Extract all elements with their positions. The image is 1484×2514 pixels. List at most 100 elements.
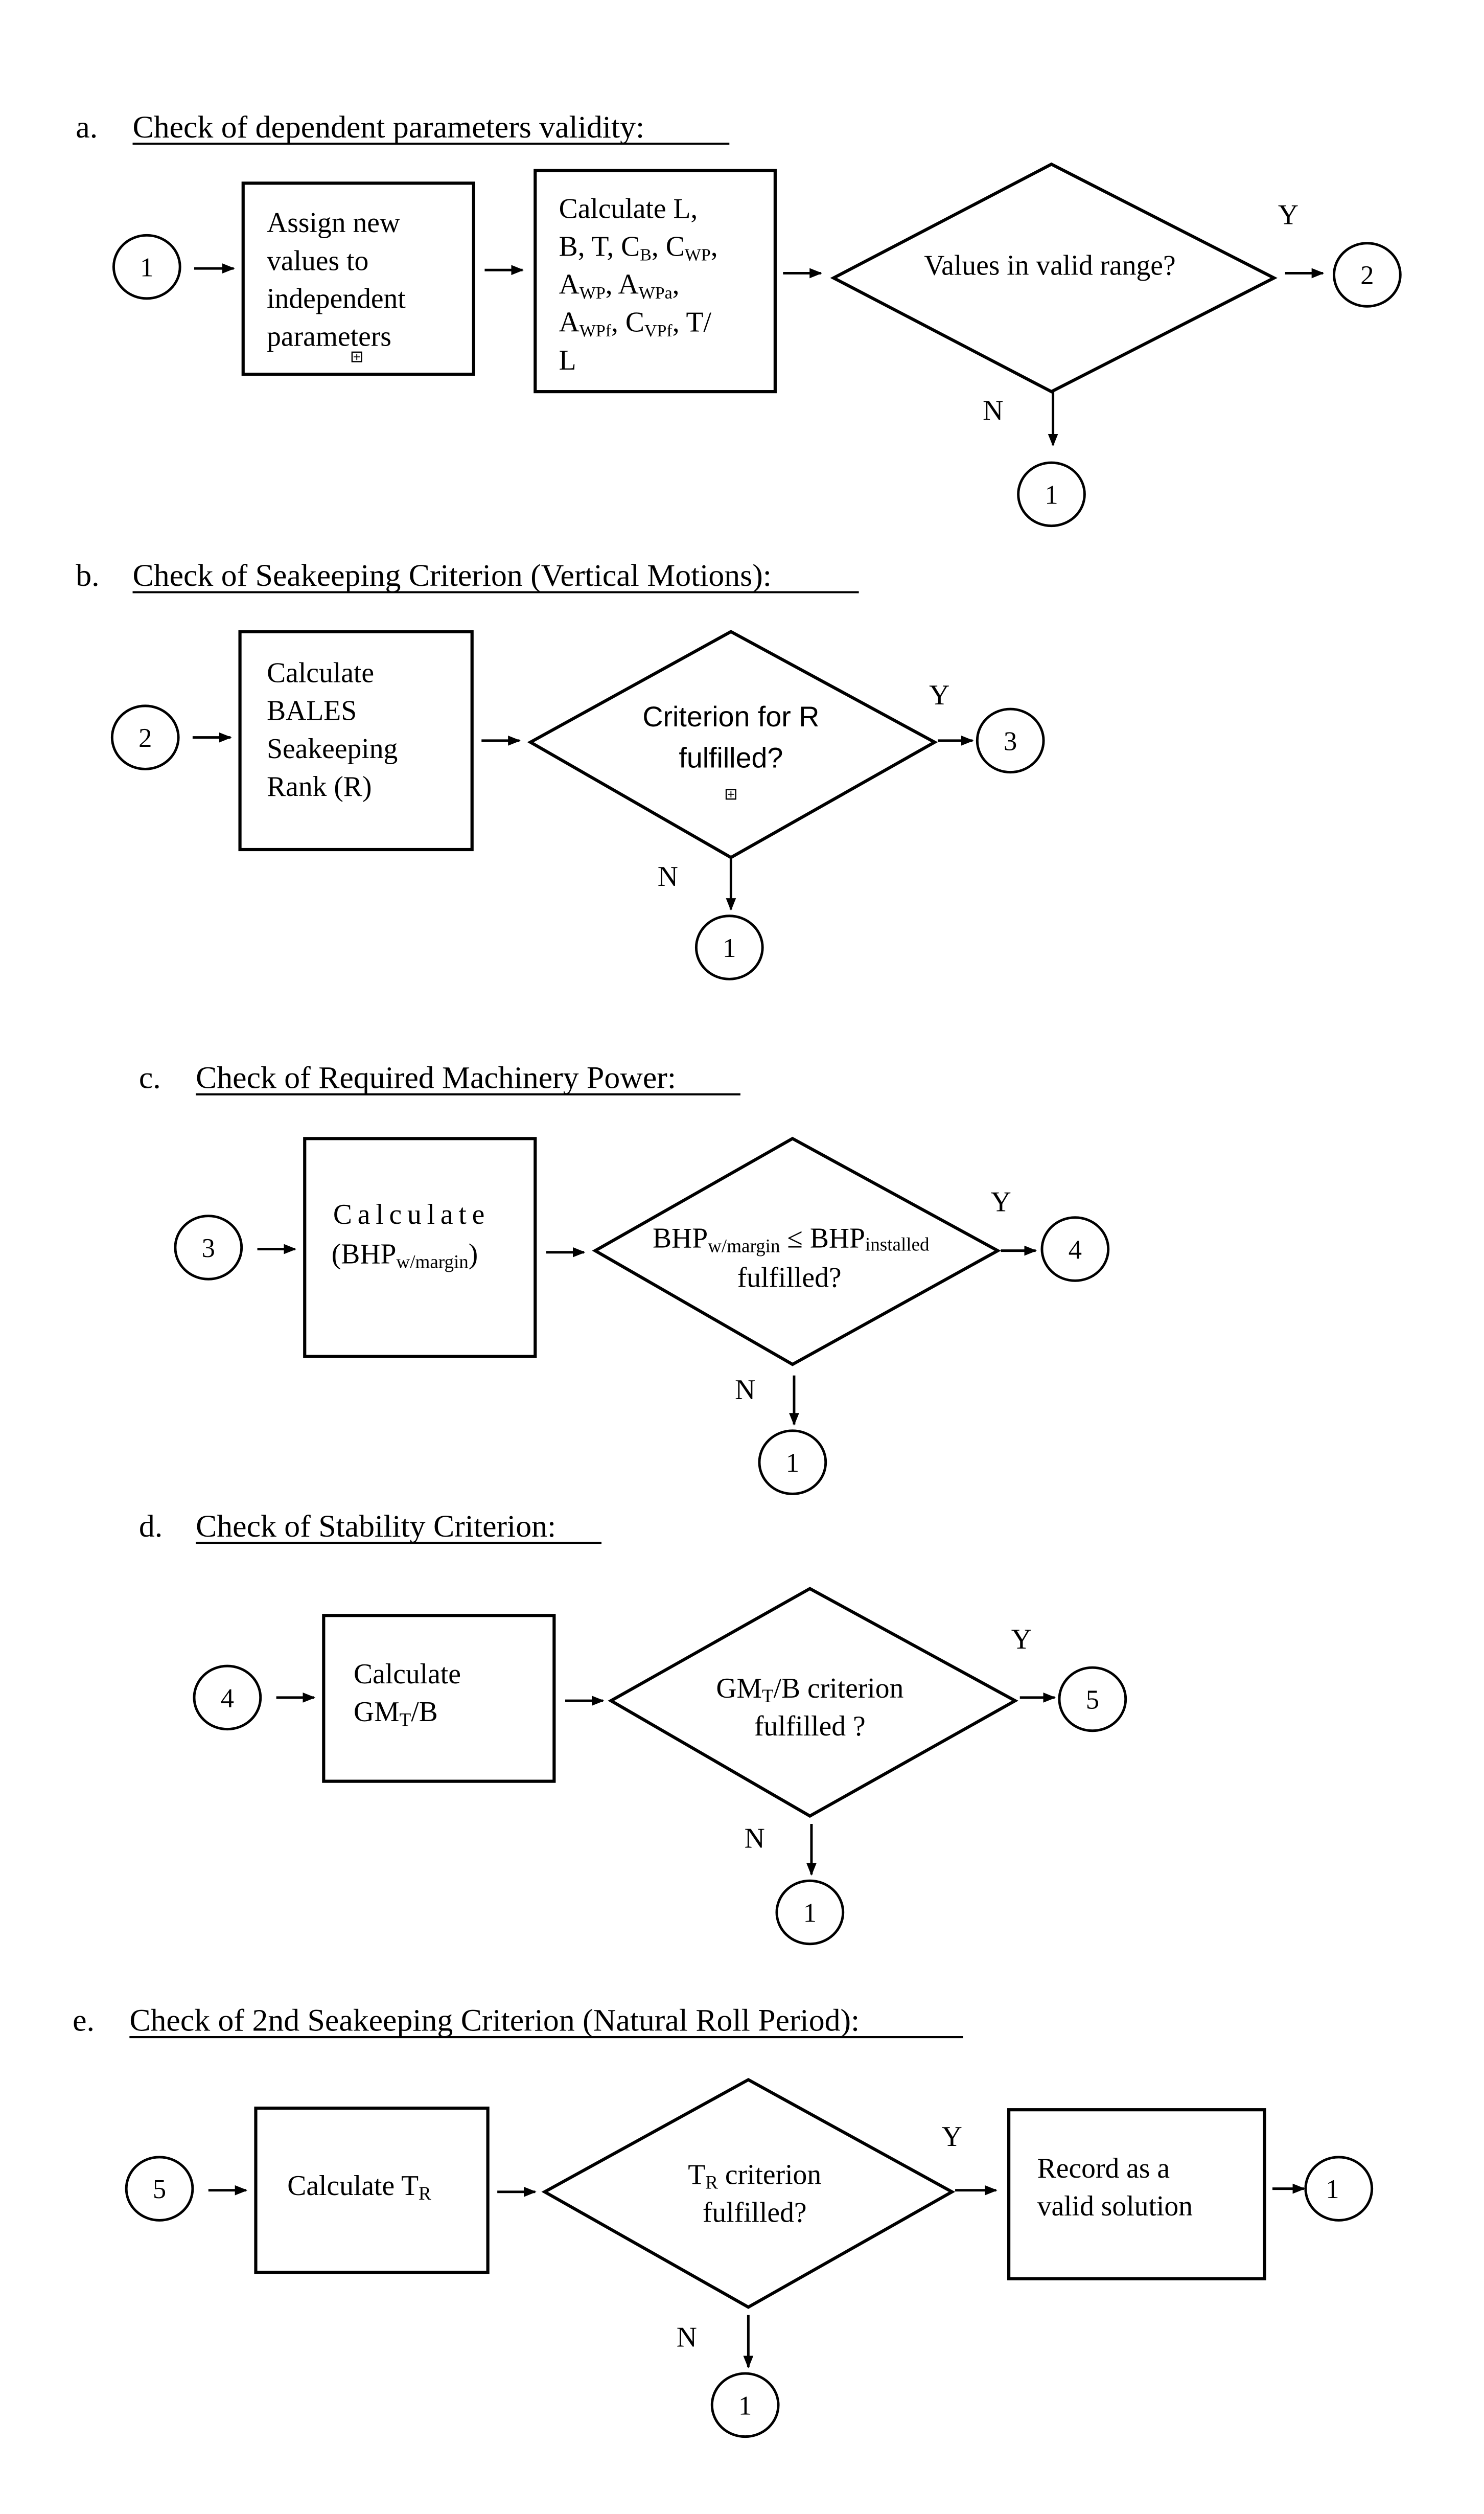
decision-text: TR criterion xyxy=(688,2159,821,2193)
connector-label: 1 xyxy=(738,2391,752,2420)
connector-no-1[interactable]: 1 xyxy=(694,915,764,980)
connector-yes-3[interactable]: 3 xyxy=(976,707,1045,774)
connector-circle xyxy=(758,1429,827,1495)
connector-no-1[interactable]: 1 xyxy=(1017,461,1086,528)
box-line: Calculate xyxy=(354,1658,461,1690)
process-box-bhp-margin[interactable]: Calculate (BHPw/margin) xyxy=(303,1137,537,1358)
section-b-letter: b. xyxy=(76,558,99,593)
section-a: a. Check of dependent parameters validit… xyxy=(76,110,1402,528)
process-box-frame xyxy=(238,630,474,852)
connector-entry-2[interactable]: 2 xyxy=(110,704,180,770)
box-line: Calculate xyxy=(333,1199,490,1230)
no-label: N xyxy=(745,1822,765,1854)
process-box-frame xyxy=(322,1614,556,1783)
section-d-title: Check of Stability Criterion: xyxy=(196,1509,556,1544)
connector-label: 3 xyxy=(202,1233,215,1263)
section-d: d. Check of Stability Criterion: 4 Calcu… xyxy=(139,1509,1127,1946)
connector-circle xyxy=(1304,2156,1374,2222)
decision-tr-criterion[interactable]: TR criterion fulfilled? xyxy=(541,2077,956,2309)
section-c-title: Check of Required Machinery Power: xyxy=(196,1060,676,1095)
connector-entry-1[interactable]: 1 xyxy=(112,234,181,300)
connector-circle xyxy=(1017,461,1086,528)
connector-label: 4 xyxy=(1069,1235,1082,1265)
box-line: (BHPw/margin) xyxy=(332,1238,478,1272)
section-a-letter: a. xyxy=(76,110,98,145)
box-line: AWP, AWPa, xyxy=(559,269,680,303)
connector-circle xyxy=(125,2156,194,2222)
yes-label: Y xyxy=(1011,1624,1032,1655)
box-line: Rank (R) xyxy=(267,771,372,803)
connector-yes-2[interactable]: 2 xyxy=(1333,242,1402,308)
section-b-title: Check of Seakeeping Criterion (Vertical … xyxy=(133,558,772,593)
decision-text: Criterion for R xyxy=(642,701,819,733)
decision-text: Values in valid range? xyxy=(924,250,1175,282)
connector-label: 1 xyxy=(1326,2175,1339,2204)
connector-yes-1[interactable]: 1 xyxy=(1304,2156,1374,2222)
process-box-frame xyxy=(1007,2108,1266,2280)
connector-label: 3 xyxy=(1004,726,1017,756)
connector-circle xyxy=(1058,1666,1127,1732)
process-box-frame xyxy=(303,1137,537,1358)
box-line: Seakeeping xyxy=(267,733,398,765)
connector-yes-4[interactable]: 4 xyxy=(1040,1216,1110,1282)
decision-criterion-r[interactable]: Criterion for R fulfilled? xyxy=(527,630,938,859)
no-label: N xyxy=(658,861,678,893)
connector-entry-3[interactable]: 3 xyxy=(174,1215,243,1281)
connector-circle xyxy=(1040,1216,1110,1282)
connector-label: 5 xyxy=(153,2175,166,2204)
process-box-frame xyxy=(534,169,777,394)
process-box-calculate-tr[interactable]: Calculate TR xyxy=(254,2106,490,2274)
decision-text: fulfilled? xyxy=(737,1262,842,1294)
connector-circle xyxy=(174,1215,243,1281)
box-line: AWPf, CVPf, T/ xyxy=(559,307,712,340)
connector-label: 2 xyxy=(1360,261,1374,290)
process-box-calculate-dependent[interactable]: Calculate L, B, T, CB, CWP, AWP, AWPa, A… xyxy=(534,169,777,394)
connector-label: 1 xyxy=(140,253,153,283)
section-b: b. Check of Seakeeping Criterion (Vertic… xyxy=(76,558,1045,980)
yes-label: Y xyxy=(1278,199,1298,231)
decision-diamond xyxy=(830,162,1278,394)
connector-label: 1 xyxy=(803,1899,817,1928)
process-box-bales-rank[interactable]: Calculate BALES Seakeeping Rank (R) xyxy=(238,630,474,852)
box-line: Assign new xyxy=(267,207,400,239)
connector-circle xyxy=(710,2372,780,2438)
connector-entry-4[interactable]: 4 xyxy=(193,1664,262,1731)
decision-diamond xyxy=(592,1136,1001,1366)
no-label: N xyxy=(983,395,1003,427)
connector-yes-5[interactable]: 5 xyxy=(1058,1666,1127,1732)
section-e-title: Check of 2nd Seakeeping Criterion (Natur… xyxy=(129,2003,860,2038)
decision-gmt-b[interactable]: GMT/B criterion fulfilled ? xyxy=(608,1587,1018,1818)
section-d-letter: d. xyxy=(139,1509,163,1544)
connector-label: 1 xyxy=(723,933,736,963)
box-line: L xyxy=(559,345,576,376)
process-box-record-solution[interactable]: Record as a valid solution xyxy=(1007,2108,1266,2280)
process-box-frame xyxy=(254,2106,490,2274)
process-box-frame xyxy=(241,181,475,376)
decision-diamond xyxy=(608,1587,1018,1818)
section-e-letter: e. xyxy=(73,2003,95,2038)
decision-values-in-range[interactable]: Values in valid range? xyxy=(830,162,1278,394)
box-line: GMT/B xyxy=(354,1696,438,1730)
decision-text: BHPw/margin ≤ BHPinstalled xyxy=(653,1222,930,1256)
connector-circle xyxy=(1333,242,1402,308)
section-a-title: Check of dependent parameters validity: xyxy=(133,110,645,145)
connector-entry-5[interactable]: 5 xyxy=(125,2156,194,2222)
process-box-assign-values[interactable]: Assign new values to independent paramet… xyxy=(241,181,475,376)
connector-no-1[interactable]: 1 xyxy=(758,1429,827,1495)
box-line: BALES xyxy=(267,695,357,727)
box-line: Calculate xyxy=(267,657,374,689)
connector-no-1[interactable]: 1 xyxy=(710,2372,780,2438)
section-e: e. Check of 2nd Seakeeping Criterion (Na… xyxy=(73,2003,1374,2438)
decision-bhp-installed[interactable]: BHPw/margin ≤ BHPinstalled fulfilled? xyxy=(592,1136,1001,1366)
box-line: parameters xyxy=(267,321,391,353)
connector-circle xyxy=(976,707,1045,774)
connector-circle xyxy=(694,915,764,980)
decision-text: fulfilled? xyxy=(703,2197,807,2228)
process-box-gmt-b[interactable]: Calculate GMT/B xyxy=(322,1614,556,1783)
yes-label: Y xyxy=(991,1186,1011,1218)
connector-no-1[interactable]: 1 xyxy=(775,1879,845,1946)
yes-label: Y xyxy=(929,679,949,711)
decision-text: GMT/B criterion xyxy=(716,1673,903,1707)
box-line: B, T, CB, CWP, xyxy=(559,231,718,264)
connector-circle xyxy=(775,1879,845,1946)
